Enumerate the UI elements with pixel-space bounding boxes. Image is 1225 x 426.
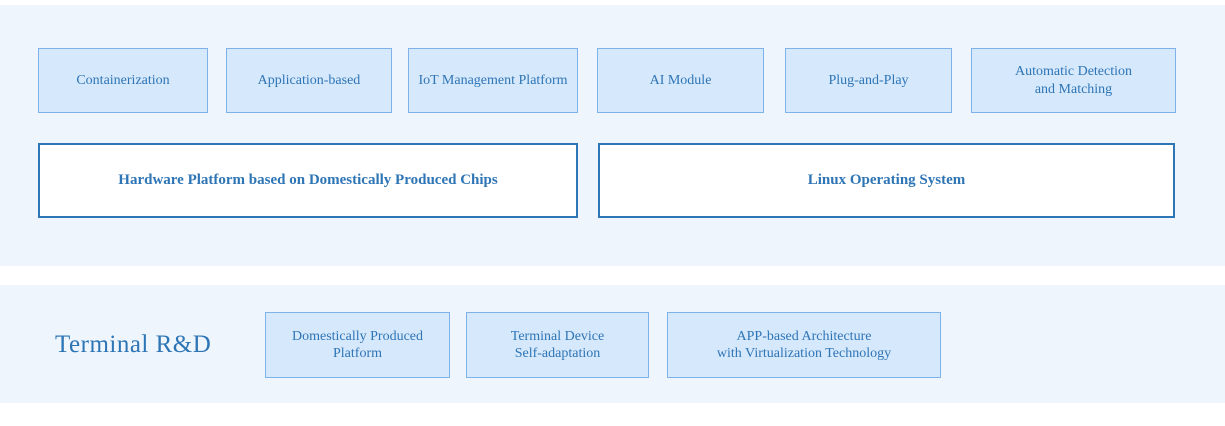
feature-box-application-based: Application-based <box>226 48 392 113</box>
terminal-box-app-based-architecture: APP-based Architecture with Virtualizati… <box>667 312 941 378</box>
feature-box-plug-and-play: Plug-and-Play <box>785 48 952 113</box>
terminal-box-domestically-produced-platform: Domestically Produced Platform <box>265 312 450 378</box>
terminal-rd-title: Terminal R&D <box>55 331 212 358</box>
feature-box-automatic-detection-and-matching: Automatic Detection and Matching <box>971 48 1176 113</box>
feature-box-ai-module: AI Module <box>597 48 764 113</box>
terminal-box-terminal-device-self-adaptation: Terminal Device Self-adaptation <box>466 312 649 378</box>
feature-box-containerization: Containerization <box>38 48 208 113</box>
platform-box-linux-operating-system: Linux Operating System <box>598 143 1175 218</box>
architecture-panel <box>0 5 1225 266</box>
feature-box-iot-management-platform: IoT Management Platform <box>408 48 578 113</box>
platform-box-hardware-platform: Hardware Platform based on Domestically … <box>38 143 578 218</box>
